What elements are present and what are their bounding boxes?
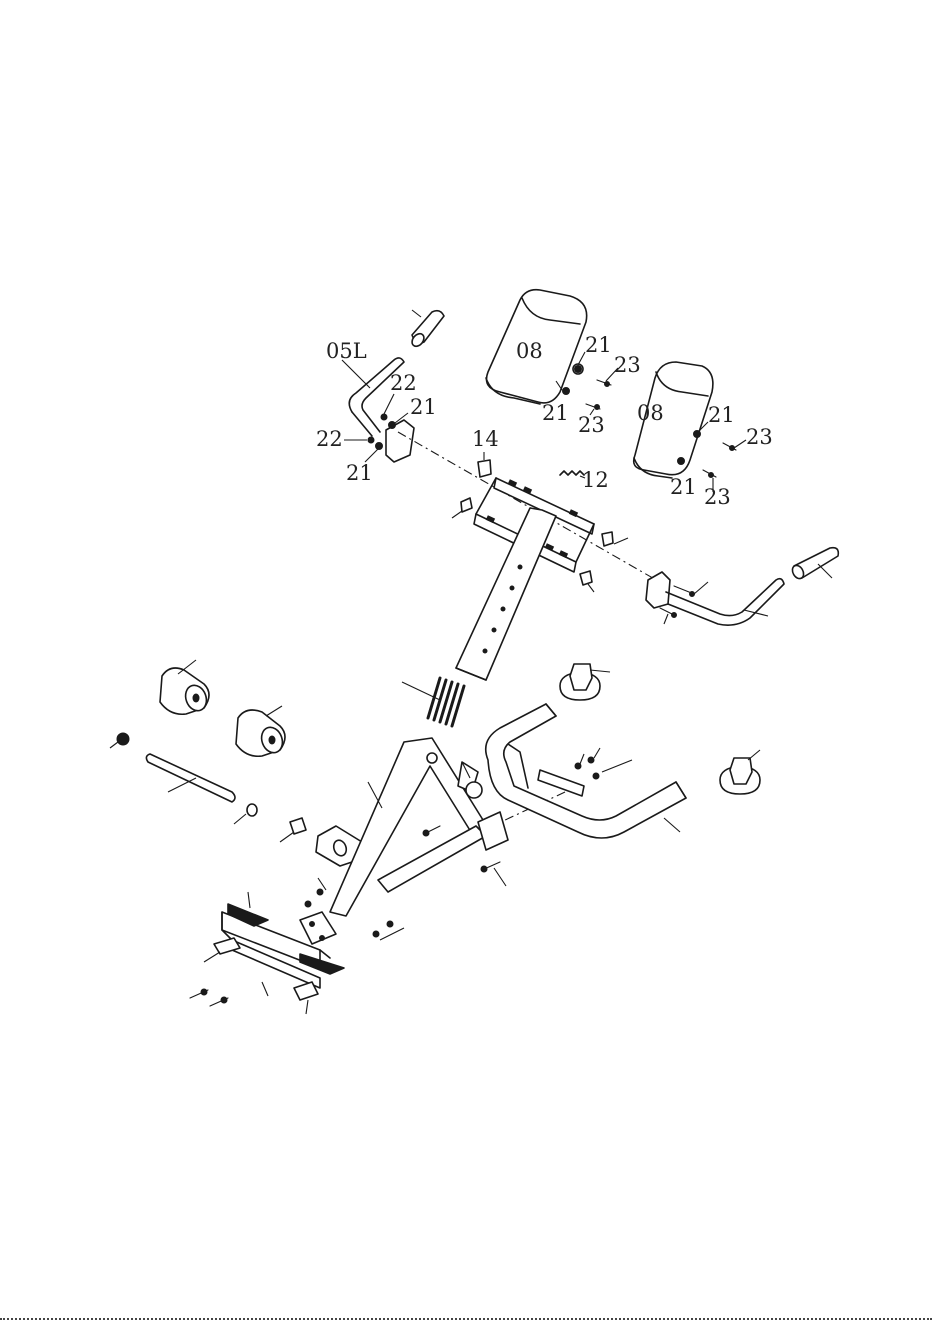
label-21-pad-right-top: 21 <box>708 403 735 427</box>
roller-bracket-tube <box>280 818 362 866</box>
label-23-pad-left-bottom: 23 <box>578 413 605 437</box>
label-08-right: 08 <box>637 401 664 425</box>
label-23-pad-left-top: 23 <box>614 353 641 377</box>
label-21-pad-left-bottom: 21 <box>542 401 569 425</box>
label-14: 14 <box>472 427 499 451</box>
roller-axle <box>110 733 257 824</box>
left-handle-bracket <box>344 394 414 462</box>
label-23-pad-right-bottom: 23 <box>704 485 731 509</box>
foam-roller-1 <box>160 660 210 714</box>
back-pad-right <box>634 362 746 492</box>
label-22-upper: 22 <box>390 371 417 395</box>
pop-pin-springs <box>402 678 464 726</box>
floor-cap-2 <box>720 750 760 794</box>
right-handle-bar <box>646 572 784 625</box>
label-21-lower: 21 <box>346 461 373 485</box>
label-21-upper: 21 <box>410 395 437 419</box>
front-u-frame <box>478 704 686 886</box>
label-21-pad-left-top: 21 <box>585 333 612 357</box>
label-21-pad-right-bottom: 21 <box>670 475 697 499</box>
label-23-pad-right-top: 23 <box>746 425 773 449</box>
foam-roller-2 <box>236 706 286 756</box>
handle-sleeve-top <box>410 310 444 349</box>
handle-sleeve-right <box>790 548 838 581</box>
label-05L: 05L <box>326 339 367 363</box>
label-12: 12 <box>582 468 609 492</box>
label-22-lower: 22 <box>316 427 343 451</box>
page-bottom-rule <box>0 1318 932 1320</box>
label-08-left: 08 <box>516 339 543 363</box>
base-foot-tube <box>190 892 344 1014</box>
a-frame <box>330 738 488 916</box>
floor-cap-1 <box>560 664 610 700</box>
